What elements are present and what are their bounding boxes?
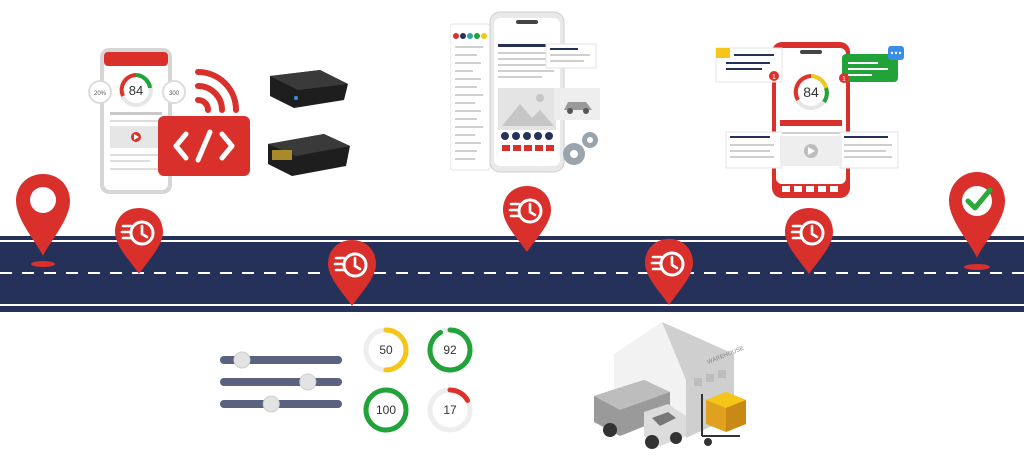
phone1-side-right: 300 bbox=[169, 91, 180, 97]
roadmap-road bbox=[0, 236, 1024, 312]
start-location-pin-icon bbox=[16, 174, 70, 267]
gear-icon bbox=[563, 132, 598, 165]
slider-fill bbox=[220, 356, 342, 364]
slider-knob bbox=[233, 351, 251, 369]
vehicle-report-illustration: 84 1 1 bbox=[715, 42, 904, 198]
milestone-4-fast-history-icon bbox=[643, 237, 695, 307]
milestone-5-fast-history-icon bbox=[783, 206, 835, 276]
milestone-2-fast-history-icon bbox=[326, 238, 378, 308]
phone3-score: 84 bbox=[803, 84, 819, 100]
slider-fill bbox=[220, 378, 342, 386]
phone1-side-left: 20% bbox=[94, 91, 107, 97]
phone-diagnostics-illustration: 84 20% 300 bbox=[88, 48, 350, 194]
settings-sliders bbox=[220, 351, 342, 413]
gauge-arc bbox=[427, 327, 473, 373]
milestone-1-fast-history-icon bbox=[113, 206, 165, 276]
phone1-score: 84 bbox=[129, 83, 143, 98]
slider-knob bbox=[299, 373, 317, 391]
gauge-arc bbox=[363, 387, 409, 433]
gauge-value: 92 bbox=[443, 343, 457, 357]
slider-knob bbox=[262, 395, 280, 413]
phone3-badge-right: 1 bbox=[842, 76, 846, 83]
gauge-value: 50 bbox=[379, 343, 393, 357]
app-design-illustration bbox=[450, 11, 600, 173]
gauge-arc bbox=[427, 387, 473, 433]
gauge-arc bbox=[363, 327, 409, 373]
warehouse-delivery-illustration: WAREHOUSE bbox=[594, 322, 746, 449]
milestone-3-fast-history-icon bbox=[501, 184, 553, 254]
score-gauges: 50 92 100 17 bbox=[356, 318, 486, 442]
wifi-signal-icon bbox=[195, 69, 239, 113]
gauge-value: 17 bbox=[443, 403, 457, 417]
phone3-badge-left: 1 bbox=[772, 74, 776, 81]
gauge-value: 100 bbox=[376, 403, 396, 417]
end-location-pin-check-icon bbox=[949, 172, 1005, 270]
slider-fill bbox=[220, 400, 342, 408]
